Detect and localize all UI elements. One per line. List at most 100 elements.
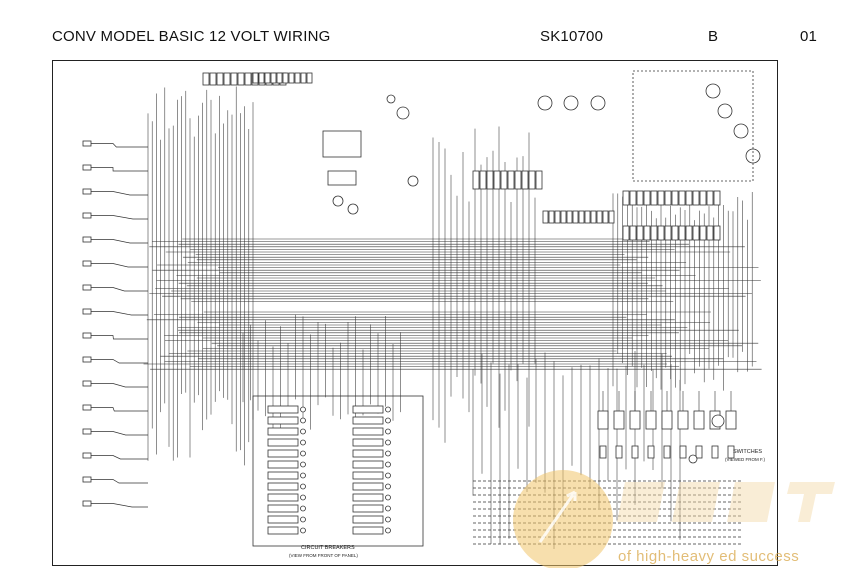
breaker	[352, 515, 384, 524]
breaker	[267, 405, 299, 414]
wire-bundle	[91, 86, 762, 549]
harness-connector-pin	[472, 170, 480, 190]
gauge-terminal	[537, 95, 553, 111]
breaker	[352, 460, 384, 469]
breaker-terminal	[300, 527, 306, 534]
left-connector	[82, 452, 92, 459]
switch-contact	[599, 445, 607, 459]
gauge-terminal	[563, 95, 579, 111]
harness-connector-pin	[493, 170, 501, 190]
switch	[629, 410, 641, 430]
wire	[91, 359, 148, 364]
breaker-terminal	[385, 483, 391, 490]
breaker	[267, 460, 299, 469]
switch	[613, 410, 625, 430]
wire	[91, 431, 148, 436]
breaker-terminal	[300, 494, 306, 501]
breaker-terminal	[385, 461, 391, 468]
watermark-text: of high-heavy ed success	[618, 548, 800, 565]
harness-connector-pin	[507, 170, 515, 190]
top-connector-pin	[244, 72, 252, 86]
switch-contact	[647, 445, 655, 459]
harness-connector-pin	[629, 190, 637, 206]
sensor-terminal	[407, 175, 419, 187]
breaker	[352, 526, 384, 535]
harness-connector-pin	[572, 210, 579, 224]
breaker	[352, 482, 384, 491]
harness-connector-pin	[528, 170, 536, 190]
breaker-terminal	[300, 505, 306, 512]
wire	[91, 239, 148, 244]
harness-connector-pin	[671, 225, 679, 241]
left-connector	[82, 140, 92, 147]
component-group	[82, 70, 761, 547]
switch-knob	[711, 414, 725, 428]
breaker	[267, 449, 299, 458]
breaker-terminal	[385, 505, 391, 512]
breaker	[352, 416, 384, 425]
harness-connector-pin	[650, 190, 658, 206]
top-connector-pin	[300, 72, 307, 84]
wire	[91, 479, 148, 484]
wire	[91, 215, 148, 220]
switch	[725, 410, 737, 430]
top-connector-pin	[258, 72, 265, 84]
breaker-terminal	[300, 461, 306, 468]
harness-connector-pin	[657, 190, 665, 206]
harness-connector-pin	[584, 210, 591, 224]
top-connector-pin	[276, 72, 283, 84]
left-connector	[82, 428, 92, 435]
harness-connector-pin	[521, 170, 529, 190]
harness-connector-pin	[622, 190, 630, 206]
switch	[597, 410, 609, 430]
wire	[91, 143, 148, 148]
harness-connector-pin	[590, 210, 597, 224]
harness-connector-pin	[560, 210, 567, 224]
lamp-terminal	[386, 94, 396, 104]
left-connector	[82, 236, 92, 243]
switch-contact	[711, 445, 719, 459]
harness-connector-pin	[692, 225, 700, 241]
breaker	[352, 405, 384, 414]
breaker	[352, 504, 384, 513]
breaker	[267, 471, 299, 480]
breaker-terminal	[385, 527, 391, 534]
harness-connector-pin	[706, 190, 714, 206]
breaker-terminal	[385, 439, 391, 446]
breaker	[267, 438, 299, 447]
sensor-terminal	[332, 195, 344, 207]
switches-view-label: (VIEWED FROM F.)	[725, 457, 765, 462]
switch-contact	[679, 445, 687, 459]
breaker	[267, 482, 299, 491]
harness-connector-pin	[486, 170, 494, 190]
left-connector	[82, 332, 92, 339]
breaker-terminal	[385, 450, 391, 457]
sensor-terminal	[347, 203, 359, 215]
breaker-terminal	[385, 472, 391, 479]
harness-connector-pin	[706, 225, 714, 241]
wire	[91, 263, 148, 268]
switch-contact	[727, 445, 735, 459]
breaker-terminal	[385, 428, 391, 435]
left-connector	[82, 284, 92, 291]
left-connector	[82, 212, 92, 219]
circuit-breakers-label: CIRCUIT BREAKERS	[301, 545, 355, 551]
switch	[677, 410, 689, 430]
switches-label: SWITCHES	[733, 449, 762, 455]
harness-connector-pin	[664, 190, 672, 206]
left-connector	[82, 188, 92, 195]
top-connector-pin	[252, 72, 259, 84]
left-connector	[82, 356, 92, 363]
harness-connector-pin	[699, 225, 707, 241]
harness-connector-pin	[713, 225, 721, 241]
breaker	[352, 449, 384, 458]
relay-block	[322, 130, 362, 158]
harness-connector-pin	[479, 170, 487, 190]
harness-connector-pin	[622, 225, 630, 241]
harness-connector-pin	[535, 170, 543, 190]
circuit-breakers-view-label: (VIEW FROM FRONT OF PANEL)	[289, 553, 358, 558]
switch-contact	[663, 445, 671, 459]
harness-connector-pin	[596, 210, 603, 224]
breaker-terminal	[300, 406, 306, 413]
breaker	[352, 438, 384, 447]
